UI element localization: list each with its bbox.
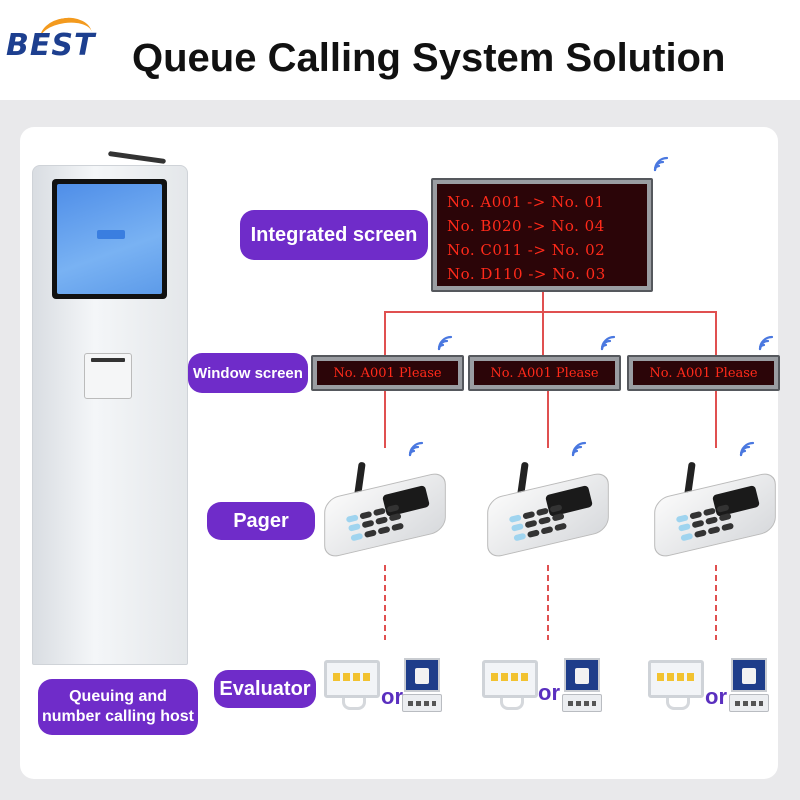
integrated-row: No. B020 -> No. 04 xyxy=(447,214,637,238)
wifi-icon xyxy=(757,334,775,352)
monitor-icon xyxy=(648,660,704,712)
integrated-row: No. A001 -> No. 01 xyxy=(447,190,637,214)
connector-line xyxy=(384,311,716,313)
integrated-row: No. C011 -> No. 02 xyxy=(447,238,637,262)
kiosk-screen xyxy=(52,179,167,299)
connector-line xyxy=(384,565,386,640)
integrated-row: No. D110 -> No. 03 xyxy=(447,262,637,286)
label-host-line1: Queuing and xyxy=(69,687,167,707)
terminal-icon xyxy=(562,658,604,714)
monitor-icon xyxy=(324,660,380,712)
kiosk-icon xyxy=(32,165,188,665)
terminal-icon xyxy=(402,658,444,714)
wifi-icon xyxy=(436,334,454,352)
connector-line xyxy=(547,391,549,448)
window-screen-text: No. A001 Please xyxy=(317,361,458,385)
connector-line xyxy=(715,391,717,448)
wifi-icon xyxy=(738,440,756,458)
page-title: Queue Calling System Solution xyxy=(132,36,725,81)
window-screen-1: No. A001 Please xyxy=(311,355,464,391)
wifi-icon xyxy=(407,440,425,458)
connector-line xyxy=(547,565,549,640)
wifi-icon xyxy=(599,334,617,352)
integrated-screen: No. A001 -> No. 01 No. B020 -> No. 04 No… xyxy=(431,178,653,292)
label-integrated-screen: Integrated screen xyxy=(240,210,428,260)
label-evaluator: Evaluator xyxy=(214,670,316,708)
pager-icon xyxy=(656,462,774,554)
connector-line xyxy=(715,565,717,640)
brand-logo: BEST xyxy=(6,28,95,63)
label-pager: Pager xyxy=(207,502,315,540)
connector-line xyxy=(715,311,717,355)
pager-icon xyxy=(326,462,444,554)
wifi-icon xyxy=(570,440,588,458)
window-screen-3: No. A001 Please xyxy=(627,355,780,391)
window-screen-text: No. A001 Please xyxy=(474,361,615,385)
or-text: or xyxy=(705,684,727,710)
or-text: or xyxy=(538,680,560,706)
kiosk-printer xyxy=(84,353,132,399)
connector-line xyxy=(542,311,544,355)
label-host: Queuing and number calling host xyxy=(38,679,198,735)
pager-icon xyxy=(489,462,607,554)
header: BEST Queue Calling System Solution xyxy=(0,0,800,100)
monitor-icon xyxy=(482,660,538,712)
connector-line xyxy=(384,391,386,448)
window-screen-2: No. A001 Please xyxy=(468,355,621,391)
or-text: or xyxy=(381,684,403,710)
connector-line xyxy=(542,292,544,312)
connector-line xyxy=(384,311,386,355)
label-host-line2: number calling host xyxy=(42,707,194,727)
wifi-icon xyxy=(652,155,670,173)
terminal-icon xyxy=(729,658,771,714)
label-window-screen: Window screen xyxy=(188,353,308,393)
window-screen-text: No. A001 Please xyxy=(633,361,774,385)
